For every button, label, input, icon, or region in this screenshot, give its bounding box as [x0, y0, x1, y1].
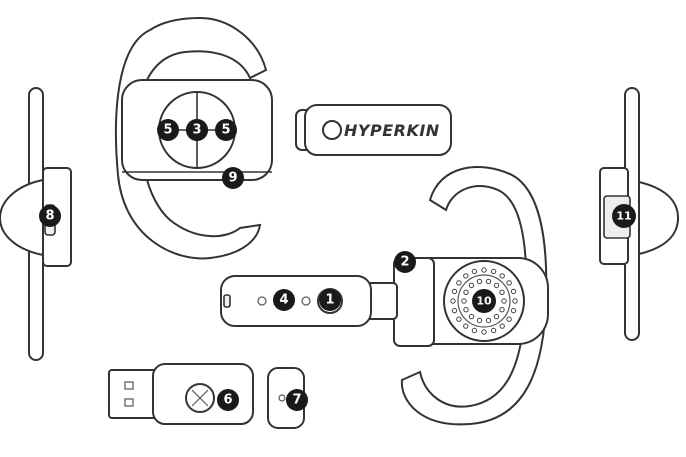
svg-text:9: 9	[228, 171, 237, 186]
headset-left-side-view	[0, 87, 72, 361]
svg-text:11: 11	[616, 210, 631, 223]
mic-port	[223, 294, 231, 308]
speaker-dome-right	[638, 180, 680, 256]
grille-hole	[485, 317, 492, 324]
grille-hole	[471, 327, 478, 334]
grille-hole	[476, 317, 483, 324]
grille-hole	[463, 289, 469, 295]
brand-label: HYPERKIN	[344, 121, 440, 140]
callout-5-left: 5	[157, 119, 179, 141]
speaker-grille-holes	[450, 267, 518, 335]
grille-hole	[481, 267, 487, 273]
svg-text:3: 3	[192, 123, 201, 138]
callout-2: 2	[394, 251, 416, 273]
grille-hole	[451, 288, 458, 295]
grille-hole	[490, 327, 497, 334]
grille-hole	[499, 289, 505, 295]
svg-text:2: 2	[400, 255, 409, 270]
grille-hole	[450, 298, 456, 304]
grille-hole	[463, 307, 469, 313]
usb-pin-bottom	[124, 398, 134, 407]
dongle-logo-mark	[191, 389, 209, 407]
grille-hole	[451, 307, 458, 314]
grille-hole	[481, 329, 487, 335]
grille-hole	[461, 298, 467, 304]
grille-hole	[499, 323, 505, 329]
cap-hole	[278, 394, 286, 402]
grille-hole	[485, 278, 492, 285]
callout-4: 4	[273, 289, 295, 311]
callout-5-right: 5	[215, 119, 237, 141]
ear-hook-back	[400, 166, 548, 426]
callout-1: 1	[319, 289, 341, 311]
grille-hole	[456, 280, 462, 286]
grille-hole	[512, 298, 518, 304]
speaker-dome-left	[0, 178, 44, 257]
svg-text:10: 10	[476, 295, 492, 308]
grille-hole	[510, 288, 517, 295]
grille-hole	[510, 307, 517, 314]
svg-text:6: 6	[223, 393, 232, 408]
grille-hole	[506, 316, 512, 322]
svg-text:7: 7	[292, 393, 301, 408]
usb-pin-top	[124, 381, 134, 390]
headset-right-side-view	[599, 87, 680, 341]
brand-logo-icon	[322, 120, 342, 140]
speaker-grille-ring	[457, 274, 511, 328]
grille-hole	[499, 307, 505, 313]
callout-10: 10	[472, 289, 496, 313]
grille-hole	[456, 316, 462, 322]
grille-hole	[463, 273, 469, 279]
grille-hole	[506, 280, 512, 286]
svg-text:4: 4	[279, 293, 288, 308]
callout-6: 6	[217, 389, 239, 411]
callout-9: 9	[222, 167, 244, 189]
grille-hole	[463, 323, 469, 329]
grille-hole	[493, 313, 500, 320]
svg-text:8: 8	[45, 209, 54, 224]
boom-barrel-back	[220, 275, 372, 327]
grille-hole	[493, 282, 500, 289]
grille-hole	[501, 298, 507, 304]
svg-text:5: 5	[221, 123, 230, 138]
usb-plug	[108, 369, 160, 419]
callout-3: 3	[186, 119, 208, 141]
grille-hole	[471, 268, 478, 275]
grille-hole	[490, 268, 497, 275]
indicator-led-b	[301, 296, 311, 306]
boom-barrel-front	[304, 104, 452, 156]
svg-text:5: 5	[163, 123, 172, 138]
indicator-led-a	[257, 296, 267, 306]
callout-7: 7	[286, 389, 308, 411]
callout-8: 8	[39, 205, 61, 227]
grille-hole	[476, 278, 483, 285]
callout-11: 11	[612, 204, 636, 228]
grille-hole	[499, 273, 505, 279]
grille-hole	[468, 313, 475, 320]
grille-hole	[468, 282, 475, 289]
svg-text:1: 1	[325, 293, 334, 308]
ear-hook-front	[114, 16, 268, 260]
